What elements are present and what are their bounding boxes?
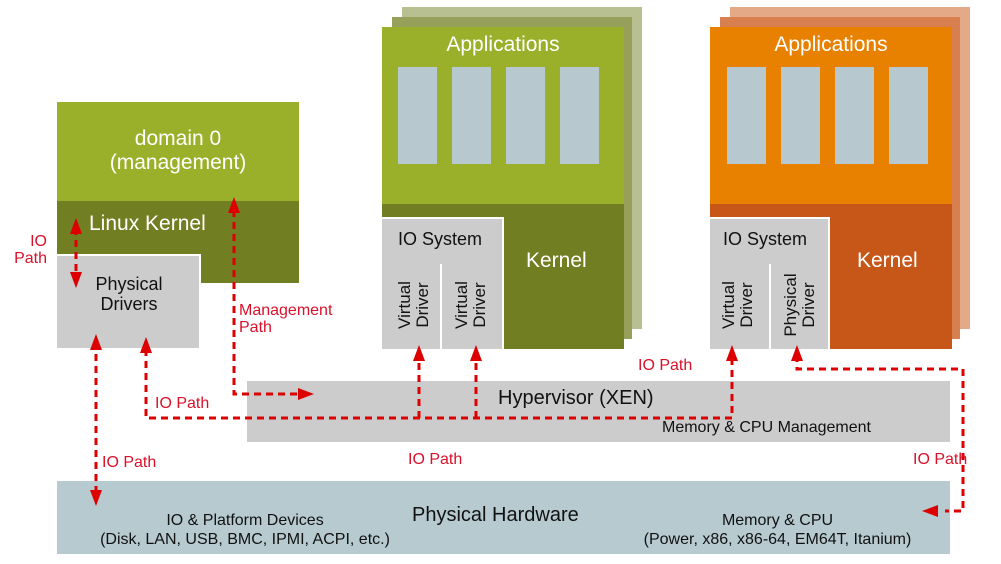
label-io-dom0-line1: IO — [30, 233, 47, 250]
dom0-title-line1: domain 0 — [134, 127, 222, 150]
orange-io-label: IO System — [723, 229, 808, 249]
green-app-slot — [452, 67, 491, 164]
dom0-physical-drivers — [57, 254, 201, 348]
hardware-memory-cpu: Memory & CPU (Power, x86, x86-64, EM64T,… — [610, 511, 945, 549]
orange-app-slot — [727, 67, 766, 164]
dom0-block — [57, 102, 299, 202]
arrowhead-io-drivers-up — [140, 337, 152, 353]
label-io-left-hw: IO Path — [102, 454, 157, 471]
hypervisor-subtitle: Memory & CPU Management — [662, 419, 871, 436]
label-io-dom0: IO Path — [11, 233, 47, 267]
green-app-slot — [506, 67, 545, 164]
path-orange-physical — [795, 355, 965, 513]
hypervisor-block — [247, 381, 950, 442]
arrowhead-orange-physical-up — [791, 345, 803, 361]
orange-kernel-label: Kernel — [857, 249, 918, 272]
label-io-center: IO Path — [408, 451, 463, 468]
label-management-line2: Path — [239, 319, 272, 336]
green-apps-label: Applications — [446, 33, 560, 56]
hardware-io-list: (Disk, LAN, USB, BMC, IPMI, ACPI, etc.) — [100, 531, 390, 548]
hardware-title: Physical Hardware — [412, 504, 579, 526]
arrowhead-orange-virtual-up — [726, 345, 738, 361]
dom0-kernel-label: Linux Kernel — [89, 212, 206, 235]
orange-app-slot — [781, 67, 820, 164]
arrowhead-management-up — [228, 197, 240, 213]
green-app-slot — [560, 67, 599, 164]
label-management-path: Management Path — [239, 302, 332, 336]
arrowhead-green-1-up — [413, 345, 425, 361]
hardware-block — [57, 481, 950, 554]
arrowhead-green-2-up — [470, 345, 482, 361]
drivers-line2: Drivers — [100, 294, 158, 314]
orange-io-divider — [769, 264, 771, 349]
label-io-dom0-line2: Path — [14, 250, 47, 267]
arrowhead-drivers-up — [90, 334, 102, 350]
label-io-left-hyper: IO Path — [155, 395, 210, 412]
hardware-io-title: IO & Platform Devices — [166, 512, 324, 529]
orange-app-slot — [889, 67, 928, 164]
hardware-io-devices: IO & Platform Devices (Disk, LAN, USB, B… — [70, 511, 420, 549]
green-app-slot — [398, 67, 437, 164]
arrowhead-management-right — [298, 388, 314, 400]
hardware-cpu-list: (Power, x86, x86-64, EM64T, Itanium) — [643, 531, 912, 548]
arrowhead-hardware-down — [90, 490, 102, 506]
green-io-divider — [440, 264, 442, 349]
label-management-line1: Management — [239, 302, 333, 319]
label-io-orange-virtual: IO Path — [638, 357, 693, 374]
arrowhead-dom0-down — [70, 272, 82, 288]
drivers-line1: Physical — [95, 274, 163, 294]
green-io-system — [382, 217, 504, 349]
hardware-cpu-title: Memory & CPU — [721, 512, 834, 529]
arrowhead-dom0-up — [70, 218, 82, 234]
path-management — [232, 210, 300, 396]
orange-apps-label: Applications — [774, 33, 888, 56]
hypervisor-title: Hypervisor (XEN) — [498, 387, 654, 409]
orange-app-slot — [835, 67, 874, 164]
dom0-drivers-label: Physical Drivers — [57, 274, 201, 314]
green-io-label: IO System — [398, 229, 483, 249]
green-kernel-label: Kernel — [526, 249, 587, 272]
dom0-title: domain 0 (management) — [57, 127, 299, 175]
dom0-title-line2: (management) — [109, 151, 247, 174]
label-io-right-hw: IO Path — [913, 451, 968, 468]
arrowhead-hardware-left — [922, 505, 938, 517]
path-io-guests — [144, 349, 734, 420]
